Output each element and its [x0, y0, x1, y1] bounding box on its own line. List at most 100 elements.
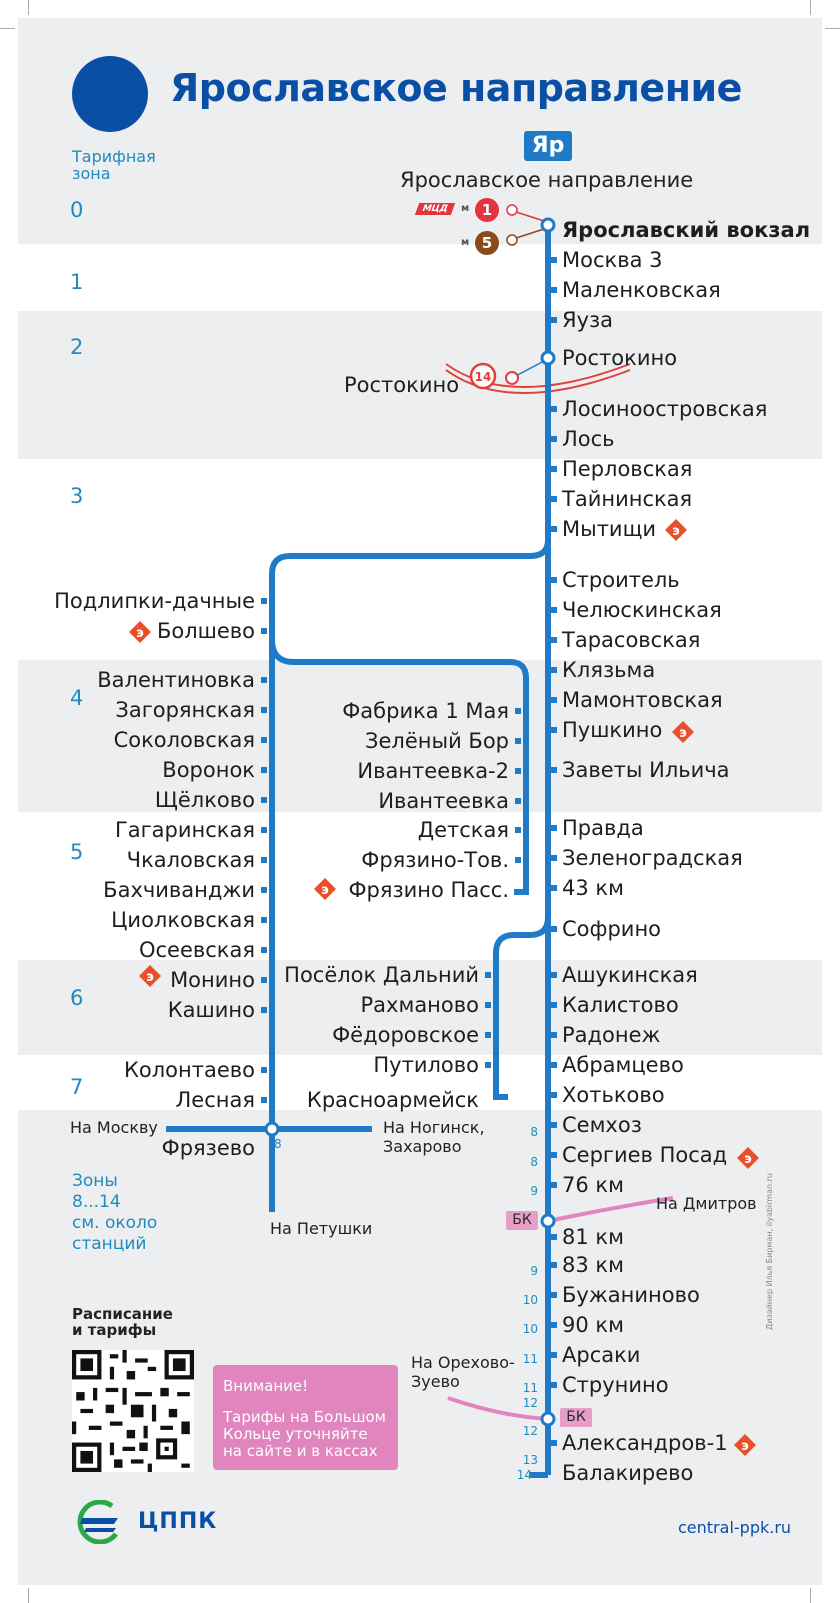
station-name: Болшево	[156, 619, 255, 643]
station-name: Фёдоровское	[332, 1023, 479, 1047]
zone-number: 3	[70, 484, 84, 508]
designer-credit: Дизайнер Илья Бирман, ilyabirman.ru	[765, 1173, 774, 1330]
qr-code[interactable]	[72, 1350, 194, 1472]
station-name: Ивантеевка-2	[357, 759, 509, 783]
mcc-station-rostokino: Ростокино	[344, 373, 460, 397]
express-icon: э	[129, 621, 151, 643]
station-name: Монино	[170, 968, 255, 992]
station-name: 83 км	[562, 1253, 624, 1277]
station-name: Рахманово	[360, 993, 479, 1017]
station-zone: 11	[522, 1352, 538, 1366]
station-name: Зеленоградская	[562, 846, 743, 870]
direction-label: Ярославское направление	[400, 168, 694, 192]
station-name: Яуза	[562, 308, 614, 332]
yaroslavsky-node	[540, 217, 556, 233]
express-icon: э	[314, 878, 336, 900]
station-zone: 13	[522, 1453, 538, 1467]
metro-letter: м	[461, 237, 470, 248]
station-name: Фабрика 1 Мая	[342, 699, 509, 723]
big-ring-badge: БК	[506, 1211, 538, 1230]
station-name: Абрамцево	[562, 1053, 684, 1077]
station-name: Подлипки-дачные	[54, 589, 255, 613]
station-name: 43 км	[562, 876, 624, 900]
bk-node	[540, 1411, 556, 1427]
station-name: Загорянская	[115, 698, 255, 722]
fryazino-ticks	[515, 708, 521, 863]
station-zone: 14	[516, 1468, 532, 1482]
svg-text:э: э	[321, 883, 329, 898]
zone-band-1	[18, 244, 822, 311]
big-ring-badge: БК	[560, 1408, 592, 1427]
schedule-label: Расписание и тарифы	[72, 1305, 173, 1339]
station-name: Осеевская	[138, 938, 255, 962]
station-name: Калистово	[562, 993, 679, 1017]
fryazino-branch	[269, 639, 529, 895]
tariff-zone-label: Тарифная зона	[72, 147, 156, 183]
station-name: Бахчиванджи	[103, 878, 255, 902]
station-name: Москва 3	[562, 248, 663, 272]
station-name: Путилово	[373, 1053, 479, 1077]
cppk-logo-icon	[77, 1500, 118, 1544]
zones-note: Зоны 8...14 см. около станций	[72, 1171, 158, 1254]
station-zone: 9	[530, 1264, 538, 1278]
svg-text:э: э	[741, 1439, 749, 1454]
station-zone: 10	[522, 1293, 538, 1307]
main-line-ticks	[551, 257, 557, 1446]
zone-number: 0	[70, 198, 84, 222]
krasnoarmeysk-branch	[493, 916, 551, 1100]
rostokino-node	[540, 350, 556, 366]
station-name: Фрязино-Тов.	[361, 848, 509, 872]
svg-text:э: э	[146, 970, 154, 985]
crop-mark	[825, 28, 840, 29]
station-name: Александров-1	[562, 1431, 728, 1455]
station-name: Детская	[417, 818, 509, 842]
station-name: Тайнинская	[562, 487, 693, 511]
express-icon: э	[737, 1147, 759, 1169]
mcc-line	[445, 369, 631, 394]
station-name: Кашино	[167, 998, 255, 1022]
station-name: Гагаринская	[114, 818, 255, 842]
express-icon: э	[672, 721, 694, 743]
station-name: 90 км	[562, 1313, 624, 1337]
site-link[interactable]: central-ppk.ru	[678, 1518, 792, 1537]
station-name: Маленковская	[562, 278, 721, 302]
monino-ticks	[261, 598, 267, 1103]
zone-number: 5	[70, 840, 84, 864]
station-name: Лось	[562, 427, 615, 451]
station-name: Правда	[562, 816, 644, 840]
svg-text:э: э	[744, 1152, 752, 1167]
station-name: Софрино	[562, 917, 662, 941]
station-name: Строитель	[562, 568, 680, 592]
station-name: Семхоз	[562, 1113, 642, 1137]
attention-box: Внимание! Тарифы на Большом Кольце уточн…	[213, 1365, 398, 1470]
station-name: Арсаки	[562, 1343, 641, 1367]
station-zone: 8	[530, 1125, 538, 1139]
metro-line-5-circle: 5	[475, 231, 499, 255]
express-icon: э	[139, 965, 161, 987]
bk-node	[540, 1213, 556, 1229]
attention-text: Тарифы на Большом Кольце уточняйте на са…	[223, 1408, 386, 1460]
express-icon: э	[665, 519, 687, 541]
brand-name: ЦППК	[138, 1509, 218, 1534]
station-name: Воронок	[162, 758, 255, 782]
direction-to-petushki: На Петушки	[270, 1219, 373, 1238]
direction-to-noginsk: На Ногинск, Захарово	[383, 1118, 485, 1156]
metro-letter: м	[461, 203, 470, 214]
station-name: Фрязино Пасс.	[348, 878, 509, 902]
monino-branch	[269, 539, 551, 1212]
svg-text:э: э	[679, 726, 687, 741]
station-name: Ивантеевка	[378, 789, 509, 813]
station-zone: 10	[522, 1322, 538, 1336]
crop-mark	[0, 28, 15, 29]
crop-mark	[810, 1588, 811, 1603]
zone-number: 2	[70, 335, 84, 359]
station-zone: 12	[522, 1424, 538, 1438]
zone-number: 4	[70, 686, 84, 710]
station-name: Струнино	[562, 1373, 669, 1397]
mcd-line-circle: 1	[475, 198, 499, 222]
mcd-badge: МЦД	[414, 203, 456, 215]
station-name: Соколовская	[113, 728, 255, 752]
station-name: Ашукинская	[562, 963, 698, 987]
station-name: Ростокино	[562, 346, 678, 370]
